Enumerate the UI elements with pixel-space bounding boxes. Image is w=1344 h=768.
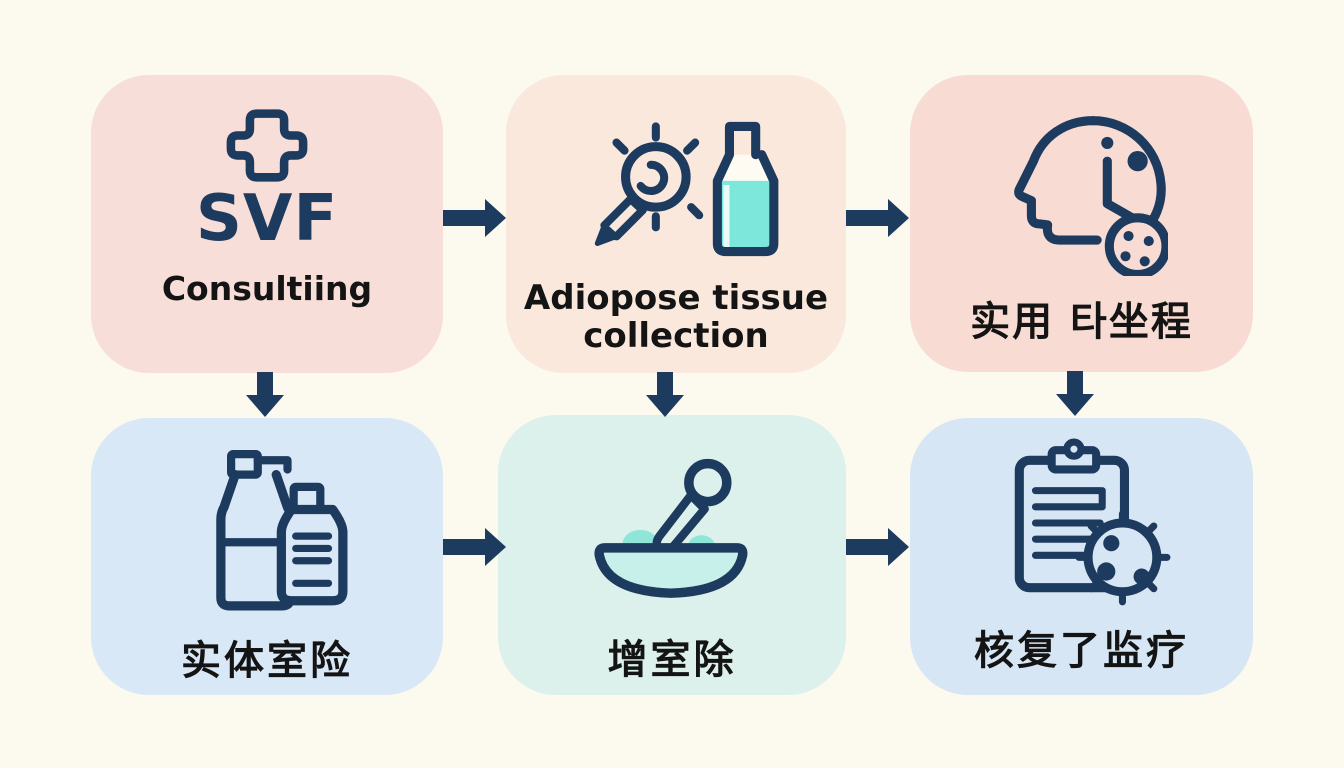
step-box-adipose-collection: Adiopose tissue collection bbox=[506, 75, 846, 373]
arrow-right-icon bbox=[443, 198, 507, 238]
step-box-svf-consulting: SVF Consultiing bbox=[91, 75, 443, 373]
step-label: 实用 타坐程 bbox=[970, 299, 1193, 345]
arrow-right-icon bbox=[443, 527, 507, 567]
step-label: 核复了监疗 bbox=[974, 628, 1189, 674]
step-label: 增室除 bbox=[607, 637, 737, 683]
arrow-right-icon bbox=[846, 527, 910, 567]
lab-bottles-icon bbox=[173, 450, 361, 611]
step-box-mortar: 增室除 bbox=[498, 415, 846, 695]
step-box-head-clock: 实用 타坐程 bbox=[910, 75, 1253, 372]
head-clock-cell-icon bbox=[996, 109, 1168, 276]
step-box-clipboard: 核复了监疗 bbox=[910, 418, 1253, 695]
step-label: Consultiing bbox=[161, 269, 373, 308]
medical-cross-icon bbox=[224, 109, 310, 182]
arrow-down-icon bbox=[245, 372, 285, 418]
arrow-down-icon bbox=[1055, 371, 1095, 417]
step-title: SVF bbox=[195, 182, 339, 256]
step-box-bottles: 实体室险 bbox=[91, 418, 443, 695]
mortar-pestle-icon bbox=[577, 455, 767, 605]
arrow-down-icon bbox=[645, 372, 685, 418]
magnifier-and-vial-icon bbox=[560, 115, 792, 265]
step-label: Adiopose tissue collection bbox=[523, 278, 829, 357]
arrow-right-icon bbox=[846, 198, 910, 238]
step-label: 实体室险 bbox=[181, 638, 353, 684]
clipboard-cell-icon bbox=[991, 438, 1173, 606]
